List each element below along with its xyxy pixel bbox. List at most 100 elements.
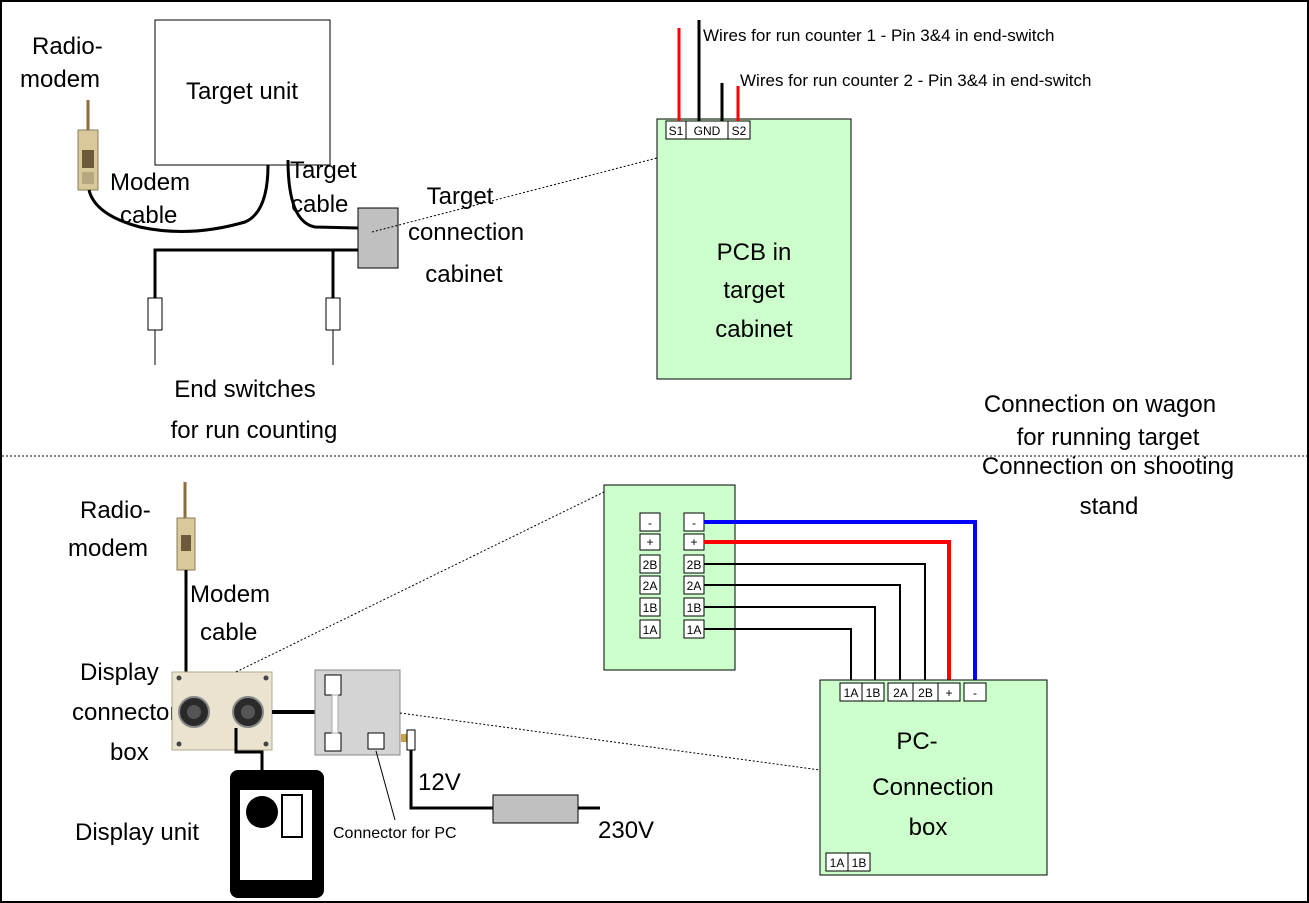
top-radio-modem-label-2: modem [20,66,100,93]
shooting-stand-terminal-box [603,484,736,671]
target-unit-box [154,19,331,166]
pc-box-bottom-terminal-label-0: 1A [830,856,845,870]
terminal-left-1 [639,533,661,551]
pc-box-top-terminal-5 [963,682,987,702]
pcb-terminal-gnd-label: GND [694,124,721,138]
end-switch-cable-1 [153,248,358,298]
display-connector-box-label-2: connector [72,699,177,726]
pc-connection-box [819,679,1048,876]
pc-box-top-terminal-label-5: - [973,686,977,700]
terminal-left-5 [639,619,661,639]
target-connection-cabinet-label-1: Target [427,183,494,210]
top-modem-cable [87,164,270,233]
terminal-left-label-4: 1B [643,601,658,615]
wagon-label-1: Connection on wagon [984,391,1216,418]
target-cable-label-2: cable [291,191,348,218]
pc-connector [314,669,416,756]
target-unit-label: Target unit [186,78,298,105]
end-switches-label-1: End switches [174,376,315,403]
display-unit-label: Display unit [75,819,199,846]
terminal-left-label-0: - [648,516,652,530]
top-modem-cable-label-1: Modem [110,169,190,196]
bottom-radio-modem-label-1: Radio- [80,497,151,524]
power-cable-12v [409,750,493,810]
pc-box-top-terminal-4 [937,682,961,702]
wire-1a [704,628,852,683]
display-unit-cable [234,728,264,770]
terminal-right-label-2: 2B [687,558,702,572]
display-connector-box-label-3: box [110,739,149,766]
pc-box-label-3: box [909,814,948,841]
pc-box-bottom-terminal-1 [847,852,871,872]
end-switch-2 [325,297,341,331]
bottom-modem-cable-label-1: Modem [190,581,270,608]
pcb-label-1: PCB in [717,239,792,266]
terminal-left-4 [639,597,661,617]
pc-box-label-1: PC- [896,728,937,755]
wire-minus [704,520,977,683]
wire-2b [704,563,926,683]
target-connection-cabinet-label-3: cabinet [425,261,503,288]
bottom-modem-cable-label-2: cable [200,619,257,646]
pcb-label-2: target [723,277,785,304]
terminal-right-label-5: 1A [687,623,702,637]
pc-box-bottom-terminals: 1A 1B [825,852,871,872]
pc-connector-to-pc-box-pointer [399,712,821,771]
connector-for-pc-pointer [375,750,396,821]
pcb-label-3: cabinet [715,316,793,343]
pcb-terminal-s1-label: S1 [669,124,684,138]
terminal-left-2 [639,554,661,574]
terminal-right-label-1: + [690,535,697,549]
voltage-230-label: 230V [598,817,654,844]
end-switches-label-2: for run counting [171,417,338,444]
target-connection-cabinet [357,207,399,269]
target-connection-cabinet-label-2: connection [408,219,524,246]
pc-box-top-terminal-label-1: 1B [866,686,881,700]
pc-box-top-terminals: 1A 1B 2A 2B + - [839,682,987,702]
display-connector-box [171,671,273,751]
voltage-12-label: 12V [418,769,461,796]
wire-note-1: Wires for run counter 1 - Pin 3&4 in end… [703,26,1054,45]
terminal-left-label-3: 2A [643,579,658,593]
connector-box-to-terminal-pointer [235,491,605,673]
terminal-right-label-3: 2A [687,579,702,593]
top-radio-modem-icon [77,100,99,191]
pcb-target-cabinet [656,118,852,380]
pc-box-top-terminal-1 [861,682,885,702]
pc-box-top-terminal-label-3: 2B [918,686,933,700]
terminal-right-label-4: 1B [687,601,702,615]
cabinet-to-pcb-pointer [371,157,658,233]
wire-2a [704,584,901,683]
terminal-left-0 [639,512,661,532]
pcb-terminal-s2-label: S2 [732,124,747,138]
terminal-left-label-2: 2B [643,558,658,572]
wire-plus [704,540,951,683]
pc-box-top-terminal-label-0: 1A [844,686,859,700]
pc-box-top-terminal-label-4: + [945,686,952,700]
power-adapter [492,794,579,824]
terminal-left-label-1: + [646,535,653,549]
connector-for-pc-label: Connector for PC [333,825,457,842]
wagon-label-2: for running target [1017,424,1200,451]
pc-box-top-terminal-label-2: 2A [893,686,908,700]
pc-box-bottom-terminal-label-1: 1B [852,856,867,870]
terminal-right-label-0: - [692,516,696,530]
end-switch-1 [147,297,163,331]
target-cable-label-1: Target [290,157,357,184]
stand-wires [704,520,977,683]
bottom-radio-modem-label-2: modem [68,535,148,562]
display-unit-device [230,770,324,898]
terminal-column-left: - +2B 2A 1B 1A [639,512,661,639]
shooting-stand-label-1: Connection on shooting [982,453,1234,480]
terminal-left-label-5: 1A [643,623,658,637]
terminal-left-3 [639,575,661,595]
target-cable [286,159,359,230]
top-radio-modem-label-1: Radio- [32,33,103,60]
pc-box-label-2: Connection [872,774,993,801]
top-modem-cable-label-2: cable [120,202,177,229]
pcb-terminal-strip: S1 GND S2 [665,120,751,140]
display-connector-box-label-1: Display [80,659,159,686]
wire-1b [704,606,876,683]
shooting-stand-label-2: stand [1080,493,1139,520]
